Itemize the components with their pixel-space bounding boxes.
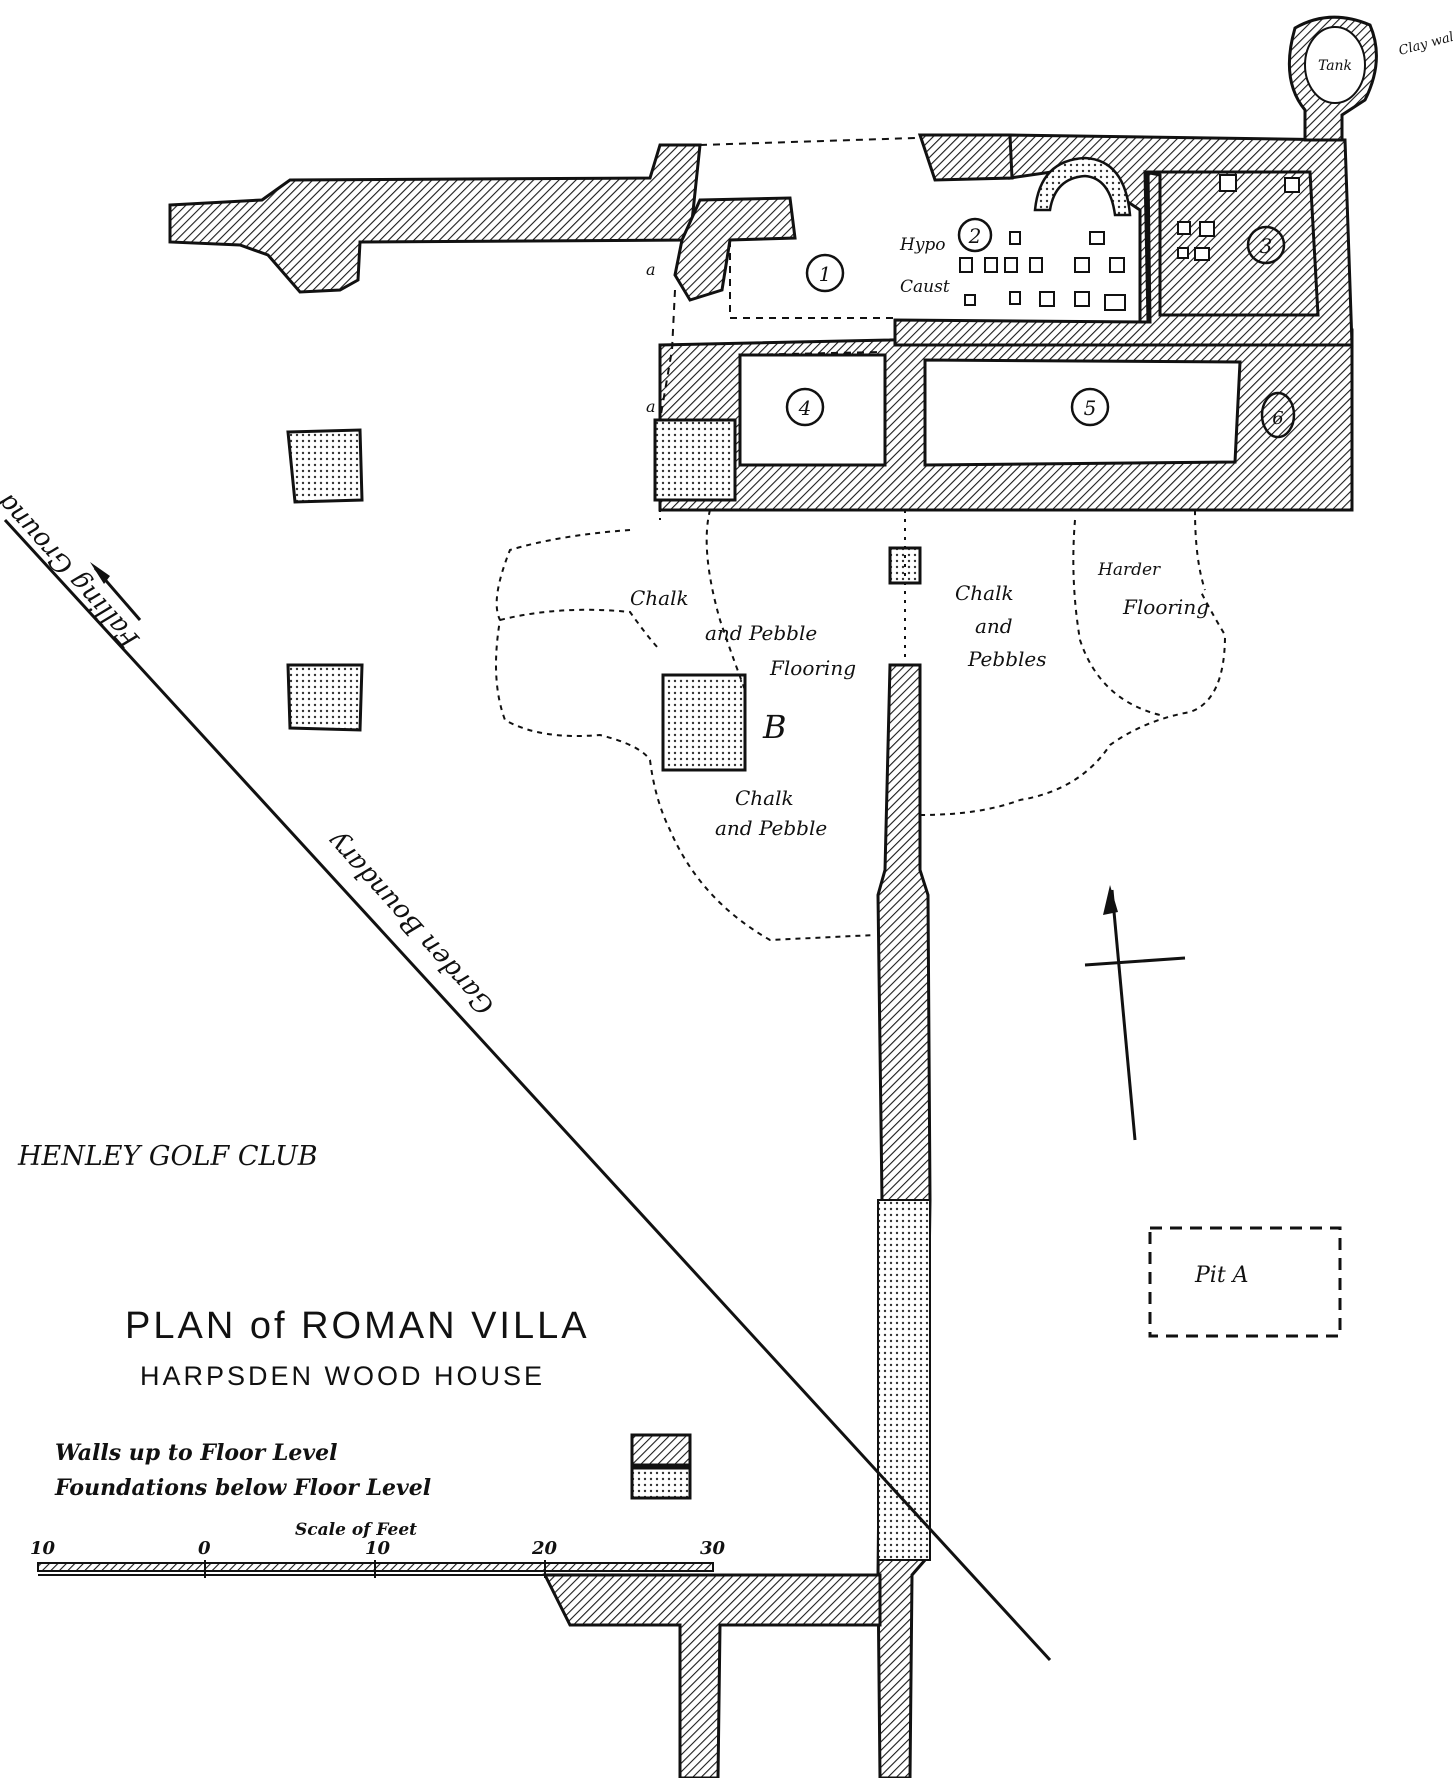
- legend-walls-label: Walls up to Floor Level: [55, 1440, 338, 1466]
- legend-foundations-swatch: [630, 1466, 692, 1500]
- a-upper-label: a: [646, 260, 656, 279]
- scale-tick-10-left: 10: [30, 1538, 56, 1559]
- west-corridor-wall: [168, 143, 702, 294]
- pier-west-lower: [286, 663, 364, 732]
- flooring-boundary-mid: [499, 608, 661, 651]
- north-arrow: [1084, 885, 1186, 1141]
- falling-ground-arrow: [90, 562, 142, 621]
- a-lower-label: a: [646, 397, 656, 416]
- north-west-corner-wall: [917, 133, 1014, 182]
- room-markers: [785, 217, 1296, 439]
- chalk-pebbles-label-2: and: [975, 614, 1013, 638]
- room-4-label: 4: [798, 396, 812, 420]
- clay-walls-label: Clay walls: [1397, 27, 1453, 59]
- room-4-dashed-outline: [739, 351, 881, 356]
- pit-a-outline: [1148, 1226, 1342, 1338]
- caust-label: Caust: [900, 277, 950, 297]
- garden-boundary-line: [3, 518, 1052, 1662]
- flooring-boundary-east: [919, 509, 1227, 816]
- south-west-wing-wall: [542, 1573, 882, 1778]
- falling-ground-label: Falling Ground: [0, 487, 146, 654]
- tank-label: Tank: [1318, 58, 1352, 74]
- chalk-pebbles-label-1: Chalk: [955, 581, 1014, 605]
- chalk-pebble-lower-label-2: and Pebble: [715, 816, 827, 840]
- hypo-label: Hypo: [899, 235, 946, 255]
- room-1-label: 1: [819, 262, 832, 286]
- chalk-pebble-flooring-label-1: Chalk: [630, 586, 689, 610]
- hypocaust-pilae: [959, 174, 1300, 311]
- south-west-corner-block: [653, 418, 737, 502]
- corridor-foundation-segment: [877, 1199, 931, 1561]
- tank-interior: [1304, 26, 1366, 104]
- scale-tick-20: 20: [531, 1538, 558, 1559]
- flooring-boundary-west: [495, 509, 876, 942]
- legend-walls-swatch: [630, 1433, 692, 1467]
- pit-a-label: Pit A: [1194, 1263, 1249, 1288]
- harder-flooring-label-1: Harder: [1097, 560, 1161, 580]
- pier-b: [661, 673, 747, 772]
- harder-flooring-label-2: Flooring: [1122, 595, 1209, 619]
- apse-wall: [1033, 156, 1132, 217]
- scale-tick-10: 10: [365, 1538, 391, 1559]
- room-5-label: 5: [1084, 396, 1097, 420]
- scale-bar: [37, 1560, 714, 1578]
- plan-subtitle: HARPSDEN WOOD HOUSE: [140, 1361, 545, 1391]
- main-block-wall: [658, 328, 1354, 512]
- legend-foundations-label: Foundations below Floor Level: [54, 1475, 431, 1501]
- pier-west-upper: [286, 428, 364, 504]
- plan-title: PLAN of ROMAN VILLA: [125, 1305, 590, 1347]
- scale-tick-0: 0: [198, 1538, 211, 1559]
- west-dashed-wall: [659, 289, 676, 520]
- west-room-entrance-wall: [673, 196, 797, 302]
- garden-boundary-label: Garden Boundary: [322, 827, 501, 1021]
- room-2-label: 2: [968, 224, 982, 248]
- scale-caption: Scale of Feet: [295, 1520, 417, 1540]
- area-b-label: B: [762, 708, 787, 746]
- chalk-pebble-flooring-label-3: Flooring: [769, 656, 856, 680]
- room-1-dashed-outline: [699, 137, 916, 319]
- chalk-pebbles-label-3: Pebbles: [967, 647, 1047, 671]
- room-6-label: 6: [1272, 408, 1283, 429]
- scale-tick-30: 30: [700, 1538, 726, 1559]
- henley-golf-club-label: HENLEY GOLF CLUB: [17, 1141, 318, 1172]
- chalk-pebble-flooring-label-2: and Pebble: [705, 621, 817, 645]
- chalk-pebble-lower-label-1: Chalk: [735, 786, 794, 810]
- room-3-label: 3: [1260, 234, 1273, 258]
